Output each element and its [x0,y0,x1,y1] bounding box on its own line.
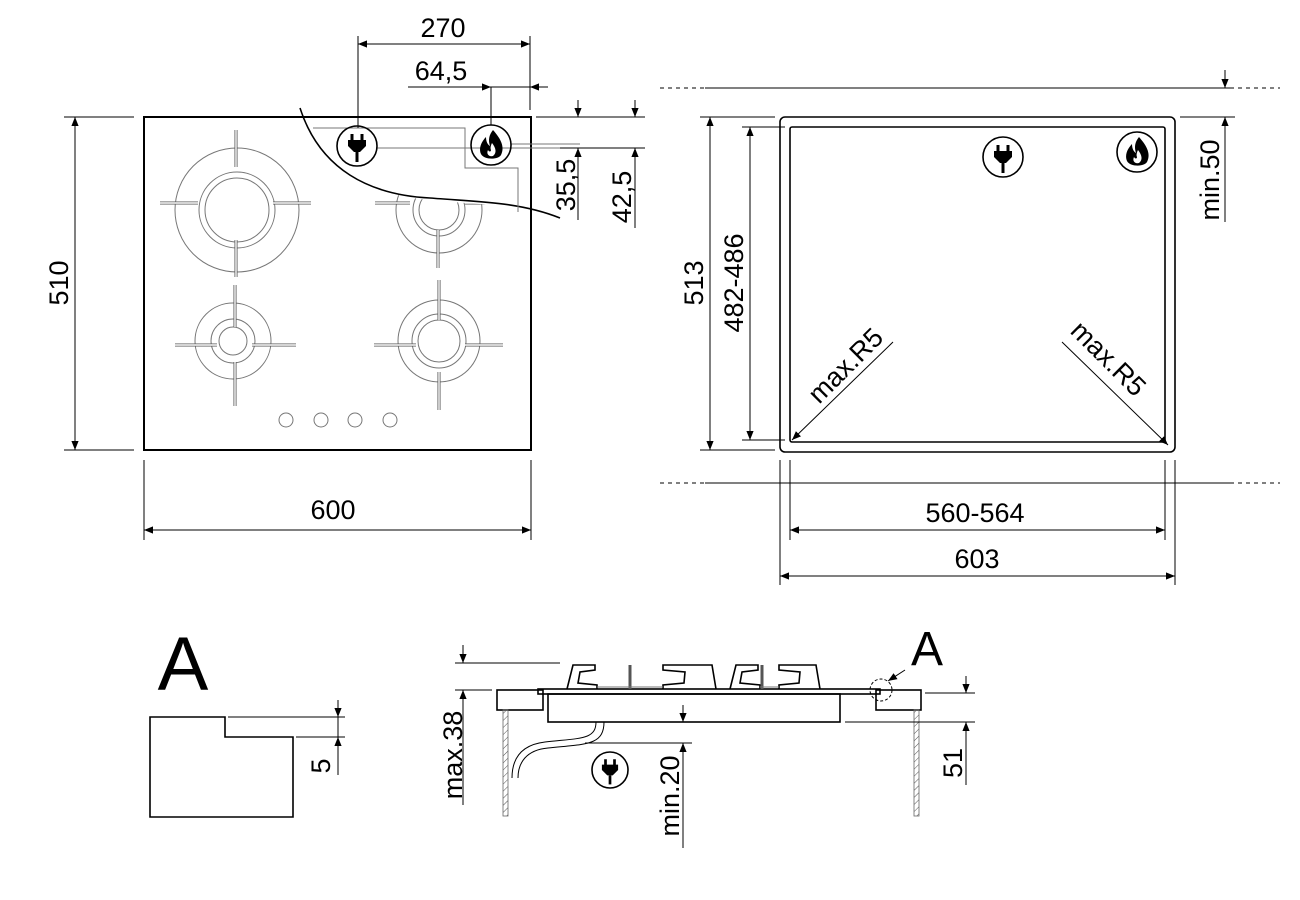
plug-icon [336,125,378,167]
dim-radius-right: max.R5 [1065,315,1152,402]
worktop-left [496,689,544,711]
detail-a-callout: A [911,623,943,676]
dim-603: 603 [954,544,999,574]
dim-5: 5 [306,758,336,773]
dim-max-38: max.38 [438,711,468,800]
worktop-section [149,716,294,818]
side-view: max.38 min.20 51 A [438,623,975,848]
cutout-outline [789,126,1166,443]
dim-600: 600 [310,495,355,525]
dim-min-20: min.20 [655,755,685,836]
dim-64-5: 64,5 [415,56,468,86]
plug-icon [591,751,629,789]
dim-35-5: 35,5 [551,159,581,212]
dim-560-564: 560-564 [925,498,1024,528]
hob-body [547,693,841,723]
control-knobs [278,412,398,428]
dim-482-486: 482-486 [719,233,749,332]
dim-42-5: 42,5 [607,171,637,224]
pan-supports [566,664,821,690]
flame-icon [1116,131,1158,173]
cutaway-curve [299,107,561,219]
dim-270: 270 [420,13,465,43]
dim-min-50: min.50 [1195,139,1225,220]
dim-51: 51 [938,748,968,778]
dim-radius-left: max.R5 [802,322,889,409]
dim-513: 513 [679,260,709,305]
detail-a: A 5 [149,622,345,818]
cutout-view: 513 482-486 min.50 max.R5 max.R5 560-564… [660,70,1280,585]
dim-510: 510 [44,260,74,305]
hob-top-view: 270 64,5 35,5 42,5 510 600 [44,13,645,540]
worktop-right [875,689,922,711]
plug-icon [982,136,1024,178]
detail-a-label: A [158,622,209,707]
hob-outline [779,116,1176,453]
